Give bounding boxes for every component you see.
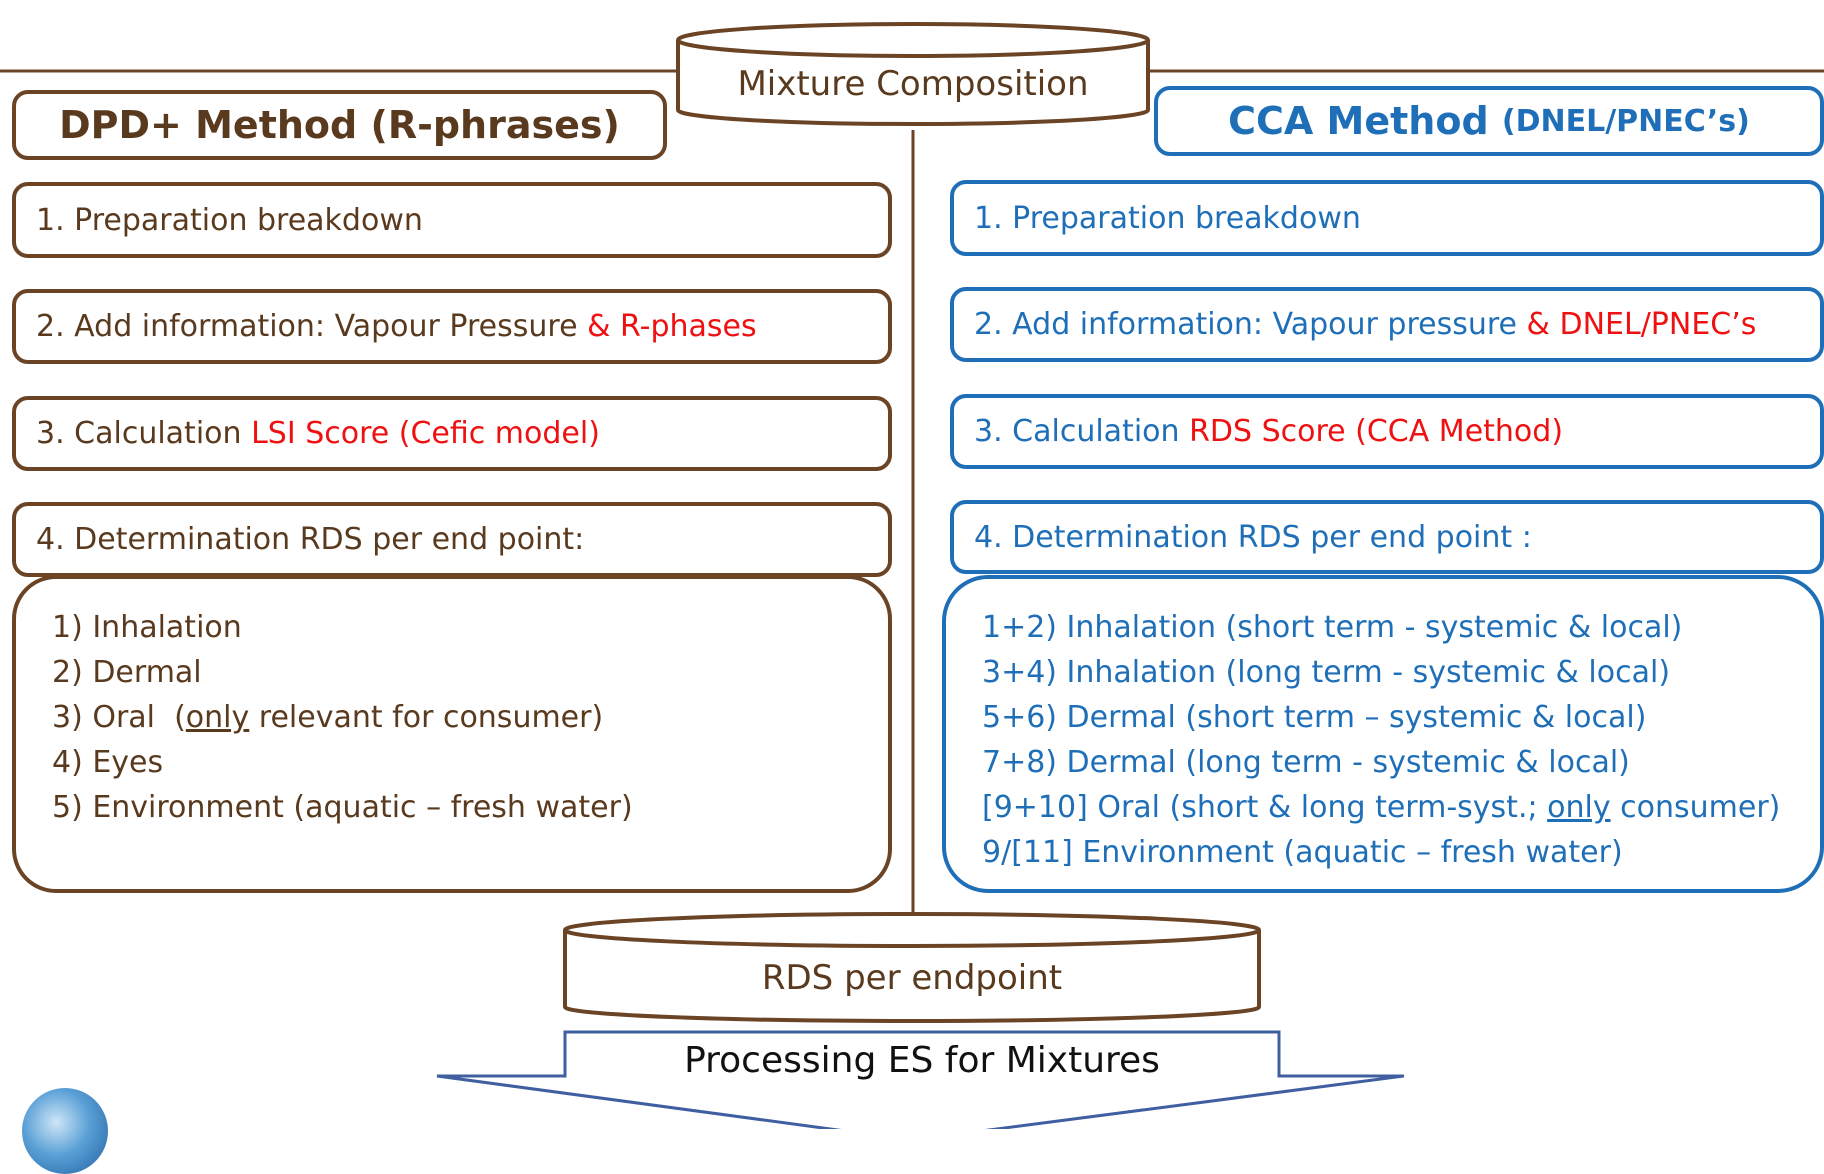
right-endpoint-item: 5+6) Dermal (short term – systemic & loc…: [982, 700, 1647, 735]
left-step-4-text: 4. Determination RDS per end point:: [36, 522, 585, 557]
right-step-4: 4. Determination RDS per end point :: [950, 500, 1824, 574]
processing-arrow-shape: [436, 1030, 1405, 1129]
right-endpoint-item: [9+10] Oral (short & long term-syst.; on…: [982, 785, 1820, 830]
right-step-3: 3. Calculation RDS Score (CCA Method): [950, 394, 1824, 469]
left-step-4: 4. Determination RDS per end point:: [12, 502, 892, 577]
processing-es-label: Processing ES for Mixtures: [684, 1040, 1160, 1081]
left-step-2: 2. Add information: Vapour Pressure & R-…: [12, 289, 892, 364]
right-step-3-text: 3. Calculation: [974, 414, 1190, 449]
globe-logo: [22, 1088, 108, 1174]
left-step-2-highlight: & R-phases: [587, 309, 757, 344]
left-step-3-highlight: LSI Score (Cefic model): [251, 416, 600, 451]
left-endpoint-item: 2) Dermal: [52, 655, 202, 690]
right-endpoint-item: 3+4) Inhalation (long term - systemic & …: [982, 655, 1671, 690]
right-endpoint-text: consumer): [1610, 790, 1781, 825]
left-endpoint-text: relevant for consumer): [249, 700, 604, 735]
top-cylinder-shape: [676, 22, 1150, 126]
right-endpoint-item: 1+2) Inhalation (short term - systemic &…: [982, 610, 1683, 645]
left-step-3: 3. Calculation LSI Score (Cefic model): [12, 396, 892, 471]
left-endpoint-underlined: only: [185, 700, 250, 735]
cca-method-header-sub: (DNEL/PNEC’s): [1501, 103, 1750, 139]
cca-method-header-main: CCA Method: [1228, 99, 1502, 143]
rds-per-endpoint-label: RDS per endpoint: [761, 958, 1063, 998]
left-endpoint-text: 3) Oral (: [52, 700, 186, 735]
dpd-method-header: DPD+ Method (R-phrases): [12, 90, 667, 160]
left-step-1: 1. Preparation breakdown: [12, 182, 892, 258]
left-endpoint-item: 4) Eyes: [52, 745, 164, 780]
left-endpoint-item: 5) Environment (aquatic – fresh water): [52, 790, 633, 825]
right-step-2-text: 2. Add information: Vapour pressure: [974, 307, 1527, 342]
bottom-cylinder-shape: [563, 912, 1261, 1023]
left-endpoint-item: 3) Oral (only relevant for consumer): [52, 695, 888, 740]
left-step-2-text: 2. Add information: Vapour Pressure: [36, 309, 588, 344]
left-endpoint-list: 1) Inhalation 2) Dermal 3) Oral (only re…: [12, 575, 892, 893]
right-step-1: 1. Preparation breakdown: [950, 180, 1824, 256]
right-endpoint-text: [9+10] Oral (short & long term-syst.;: [982, 790, 1548, 825]
right-endpoint-underlined: only: [1547, 790, 1611, 825]
left-step-1-text: 1. Preparation breakdown: [36, 202, 423, 238]
right-endpoint-list: 1+2) Inhalation (short term - systemic &…: [942, 575, 1824, 893]
diagram-shapes: [0, 22, 1824, 1129]
right-step-1-text: 1. Preparation breakdown: [974, 200, 1361, 236]
cca-method-header: CCA Method (DNEL/PNEC’s): [1154, 86, 1824, 156]
right-step-3-highlight: RDS Score (CCA Method): [1189, 414, 1564, 449]
right-step-2-highlight: & DNEL/PNEC’s: [1526, 307, 1757, 342]
mixture-composition-label: Mixture Composition: [737, 64, 1089, 104]
right-endpoint-item: 9/[11] Environment (aquatic – fresh wate…: [982, 835, 1623, 870]
right-endpoint-item: 7+8) Dermal (long term - systemic & loca…: [982, 745, 1630, 780]
left-endpoint-item: 1) Inhalation: [52, 610, 242, 645]
dpd-method-header-text: DPD+ Method (R-phrases): [59, 103, 620, 147]
left-step-3-text: 3. Calculation: [36, 416, 252, 451]
right-step-2: 2. Add information: Vapour pressure & DN…: [950, 287, 1824, 362]
right-step-4-text: 4. Determination RDS per end point :: [974, 519, 1532, 555]
